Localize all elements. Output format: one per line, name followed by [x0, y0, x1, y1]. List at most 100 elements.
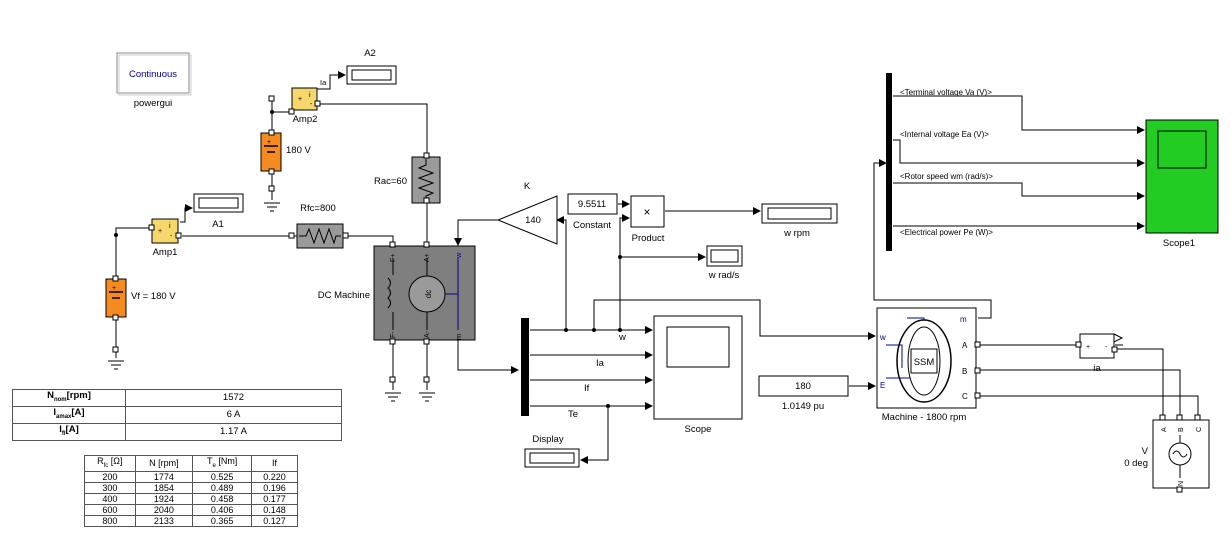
svg-text:-: -: [1105, 344, 1108, 351]
field-table-cell: 600: [84, 503, 136, 516]
junction-dots: [114, 110, 622, 408]
wire-src180-to-amp2: [271, 98, 290, 113]
constant-block[interactable]: 9.5511 Constant: [567, 193, 618, 231]
wire-ssm-c-to-ac-c: [978, 395, 1199, 420]
wire-dc-m-to-demux: [457, 340, 519, 374]
wire-ssm-b-to-ac-b: [978, 369, 1181, 420]
svg-text:+: +: [1086, 344, 1090, 351]
ia-label: ia: [1093, 363, 1101, 374]
field-table-cell: 1924: [134, 492, 194, 505]
nominal-table-label: Ifl[A]: [12, 422, 126, 441]
constant-value: 9.5511: [578, 199, 606, 210]
e-constant-block[interactable]: 180 1.0149 pu: [758, 375, 849, 412]
display-a1[interactable]: A1: [193, 193, 244, 230]
product-block[interactable]: × Product: [630, 195, 665, 244]
nominal-table-value: 1.17 A: [125, 422, 342, 441]
ssm-port-a: A: [962, 341, 968, 350]
current-measurement-ia[interactable]: + - ia: [1079, 333, 1124, 374]
amp2-block[interactable]: + i - Ia Amp2: [291, 78, 327, 125]
field-table-cell: 0.406: [192, 503, 253, 516]
rfc-label: Rfc=800: [300, 203, 336, 214]
dc-port-fm: F-: [390, 331, 397, 338]
ac-voltage-source[interactable]: A B C N V 0 deg: [1124, 419, 1210, 489]
field-table-cell: 2040: [134, 503, 194, 516]
scope1-block[interactable]: Scope1: [1145, 119, 1219, 249]
display-w-rads[interactable]: w rad/s: [706, 245, 743, 281]
svg-text:-: -: [170, 233, 173, 240]
wire-w-to-product: [619, 214, 630, 330]
bus-selector-block[interactable]: [886, 73, 892, 251]
nominal-table-row: Iamax[A]6 A: [12, 405, 342, 424]
src-180-label: 180 V: [286, 145, 311, 156]
signal-ia-label: Ia: [596, 358, 605, 369]
bus-signal-labels: <Terminal voltage Va (V)> <Internal volt…: [900, 88, 993, 237]
dc-symbol: dc: [424, 290, 433, 298]
dc-port-ap: A+: [424, 253, 431, 262]
field-table-header: Rfc [Ω]: [84, 455, 136, 472]
ac-deg-label: 0 deg: [1124, 458, 1148, 469]
signal-internal-voltage: <Internal voltage Ea (V)>: [900, 130, 989, 139]
nominal-table-row: Ifl[A]1.17 A: [12, 422, 342, 441]
display-w-rpm[interactable]: w rpm: [761, 203, 838, 239]
demux-block[interactable]: [521, 318, 529, 416]
powergui-block[interactable]: Continuous powergui: [116, 52, 192, 109]
amp1-block[interactable]: + i - Amp1: [151, 218, 179, 258]
ground-symbols: [108, 202, 435, 402]
gain-k-block[interactable]: K 140: [496, 181, 558, 245]
dc-port-w: w: [454, 252, 463, 259]
ssm-machine-block[interactable]: SSM w E m A B C Machine - 1800 rpm: [876, 307, 977, 423]
dc-machine-block[interactable]: dc F+ F- A+ A- w m DC Machine: [318, 245, 476, 341]
vf-label: Vf = 180 V: [131, 291, 176, 302]
dc-port-m: m: [454, 334, 463, 340]
display-te[interactable]: Display: [524, 434, 580, 468]
svg-text:+: +: [112, 285, 116, 292]
nominal-table-value: 6 A: [125, 405, 342, 424]
field-table-cell: 0.148: [251, 503, 298, 516]
field-table-cell: 0.525: [192, 470, 253, 483]
field-table-cell: 0.220: [251, 470, 298, 483]
field-table-cell: 300: [84, 481, 136, 494]
dc-source-vf[interactable]: + Vf = 180 V: [105, 278, 176, 318]
field-table-cell: 0.177: [251, 492, 298, 505]
ground-src180: [264, 202, 280, 212]
signal-w-label: w: [618, 332, 626, 343]
ssm-symbol: SSM: [914, 357, 935, 368]
signal-terminal-voltage: <Terminal voltage Va (V)>: [900, 88, 992, 97]
display-a2[interactable]: A2: [346, 48, 397, 85]
field-table-cell: 0.127: [251, 514, 298, 527]
ac-port-c: C: [1196, 427, 1203, 432]
scope-label: Scope: [685, 424, 712, 435]
display-a1-label: A1: [212, 219, 224, 230]
gain-k-label: K: [524, 181, 531, 192]
product-label: Product: [632, 233, 665, 244]
wire-vf-to-amp1: [115, 227, 150, 235]
wire-amp1-to-a1: [180, 204, 193, 223]
amp1-label: Amp1: [153, 247, 178, 258]
ssm-port-e: E: [880, 381, 885, 390]
nominal-table-value: 1572: [125, 389, 342, 407]
display-w-rads-label: w rad/s: [708, 270, 740, 281]
wire-w-to-gain: [556, 216, 567, 330]
dc-source-180v[interactable]: + 180 V: [260, 132, 311, 172]
nominal-table-row: Nnom[rpm]1572: [12, 389, 342, 407]
svg-text:+: +: [158, 228, 162, 235]
field-table-cell: 0.489: [192, 481, 253, 494]
wire-gain-to-dc-w: [454, 219, 498, 246]
wire-ssm-m-to-bus: [873, 159, 992, 319]
ac-port-b: B: [1178, 427, 1185, 432]
field-table-cell: 0.196: [251, 481, 298, 494]
svg-text:i: i: [309, 92, 311, 99]
ssm-port-m: m: [960, 315, 967, 324]
nominal-table-label: Nnom[rpm]: [12, 389, 126, 407]
resistor-rac[interactable]: Rac=60: [374, 156, 441, 204]
e-pu-label: 1.0149 pu: [782, 401, 824, 412]
dc-port-am: A-: [424, 330, 431, 338]
resistor-rfc[interactable]: Rfc=800: [296, 203, 344, 249]
ac-port-n: N: [1178, 481, 1185, 486]
scope-block[interactable]: Scope: [653, 315, 743, 435]
